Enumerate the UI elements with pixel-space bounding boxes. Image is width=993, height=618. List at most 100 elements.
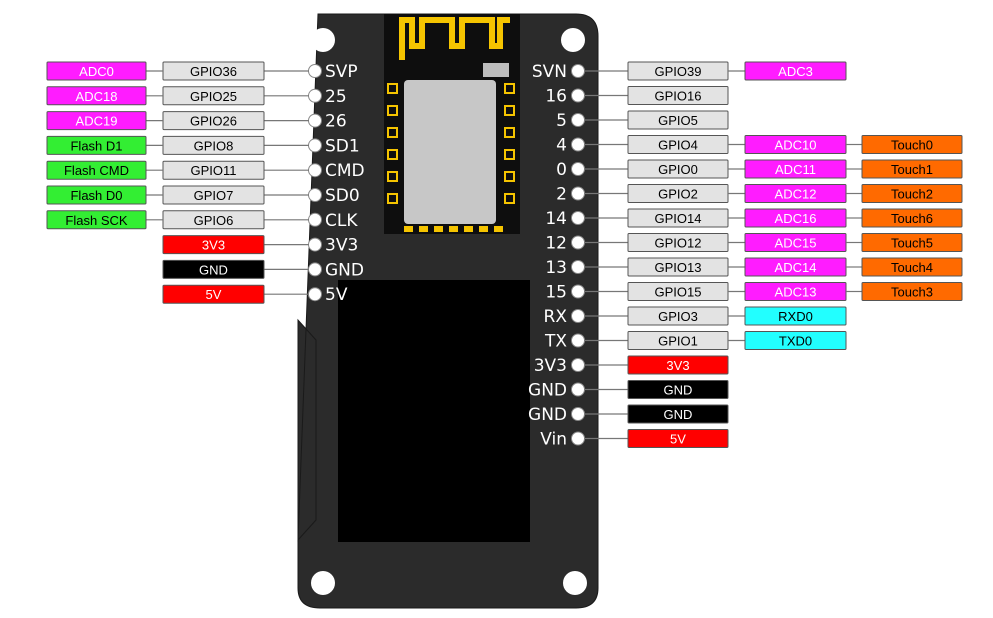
pin-hole-icon (571, 113, 585, 127)
flash-label: Flash D0 (46, 185, 147, 205)
pin-name: 26 (325, 112, 347, 132)
pin-hole-icon (308, 188, 322, 202)
adc-label: ADC16 (744, 208, 847, 228)
gpio-label: GPIO6 (162, 210, 265, 230)
module-pad (504, 193, 515, 204)
pin-hole-icon (571, 162, 585, 176)
uart-label: TXD0 (744, 331, 847, 350)
power-label-text: 3V3 (666, 358, 689, 373)
sd-card-slot-icon (338, 280, 530, 542)
gpio-label: GPIO0 (627, 159, 729, 179)
gpio-label: GPIO7 (162, 185, 265, 205)
gpio-label: GPIO2 (627, 184, 729, 203)
pin-name: 5 (556, 111, 567, 131)
gpio-label-text: GPIO4 (658, 138, 698, 153)
power-label-text: GND (664, 407, 693, 422)
pin-hole-icon (308, 88, 322, 103)
right-pin-row: 14 GPIO14 ADC16 Touch6 (545, 208, 963, 229)
uart-label-text: TXD0 (779, 334, 812, 349)
flash-label: Flash D1 (46, 135, 147, 155)
pin-name: 14 (545, 209, 567, 229)
pin-name: SVN (532, 62, 567, 82)
gpio-label-text: GPIO16 (655, 89, 702, 104)
antenna-icon (399, 17, 510, 60)
gpio-label-text: GPIO39 (655, 64, 702, 79)
module-pad (504, 83, 515, 94)
mounting-hole-icon (563, 571, 587, 595)
power-label-text: 5V (670, 432, 686, 447)
pin-hole-icon (308, 113, 322, 128)
touch-label: Touch6 (861, 208, 963, 228)
gpio-label: GPIO3 (627, 306, 729, 326)
module-pad (419, 226, 428, 232)
module-pad (387, 127, 398, 138)
gpio-label: GPIO15 (627, 282, 729, 301)
gpio-label-text: GPIO8 (194, 138, 234, 153)
pin-hole-icon (571, 211, 585, 225)
gpio-label-text: GPIO13 (655, 260, 702, 275)
pin-hole-icon (571, 137, 585, 152)
adc-label: ADC13 (744, 282, 847, 301)
gpio-label-text: GPIO6 (194, 213, 234, 228)
pin-hole-icon (571, 186, 585, 201)
pin-name: 4 (556, 136, 567, 156)
mounting-hole-icon (561, 28, 585, 52)
flash-label-text: Flash CMD (64, 163, 129, 178)
mounting-hole-icon (311, 571, 335, 595)
esp32-chip-icon (384, 14, 520, 234)
gpio-label-text: GPIO11 (190, 163, 236, 178)
pin-name: Vin (540, 430, 567, 450)
adc-label: ADC18 (46, 86, 147, 106)
gpio-label-text: GPIO25 (190, 89, 237, 104)
adc-label-text: ADC14 (775, 260, 817, 275)
touch-label-text: Touch5 (891, 236, 933, 251)
adc-label-text: ADC13 (775, 285, 817, 300)
board (297, 13, 599, 609)
module-pad (464, 226, 473, 232)
module-pad (434, 226, 443, 232)
touch-label-text: Touch4 (891, 260, 933, 275)
pin-name: GND (528, 405, 567, 425)
adc-label-text: ADC19 (76, 114, 118, 129)
pin-hole-icon (308, 163, 322, 178)
right-pin-row: GND GND (528, 404, 729, 425)
touch-label-text: Touch0 (891, 138, 933, 153)
pin-name: 16 (545, 87, 567, 107)
touch-label-text: Touch6 (891, 211, 933, 226)
adc-label-text: ADC0 (79, 64, 114, 79)
gpio-label-text: GPIO12 (655, 236, 702, 251)
adc-label-text: ADC12 (775, 187, 817, 202)
adc-label-text: ADC3 (778, 64, 813, 79)
gpio-label-text: GPIO5 (658, 113, 698, 128)
touch-label-text: Touch1 (891, 162, 933, 177)
power-label: 5V (627, 429, 729, 448)
pin-name: SD1 (325, 136, 360, 156)
adc-label: ADC11 (744, 159, 847, 179)
power-label: 3V3 (627, 355, 729, 375)
gpio-label: GPIO1 (627, 331, 729, 350)
gpio-label: GPIO13 (627, 257, 729, 277)
pin-hole-icon (308, 237, 322, 252)
left-pin-row: SD1 GPIO8 Flash D1 (46, 135, 360, 156)
pin-name: 12 (545, 234, 567, 254)
gpio-label-text: GPIO3 (658, 309, 698, 324)
pin-hole-icon (308, 262, 322, 277)
module-pad (387, 171, 398, 182)
pin-hole-icon (308, 138, 322, 153)
gpio-label: GPIO16 (627, 86, 729, 105)
gpio-label-text: GPIO14 (655, 211, 702, 226)
power-label: GND (627, 380, 729, 399)
right-pin-row: Vin 5V (540, 429, 729, 450)
gpio-label-text: GPIO15 (655, 285, 702, 300)
pin-hole-icon (571, 235, 585, 250)
module-pad (479, 226, 488, 232)
pin-hole-icon (308, 64, 322, 78)
